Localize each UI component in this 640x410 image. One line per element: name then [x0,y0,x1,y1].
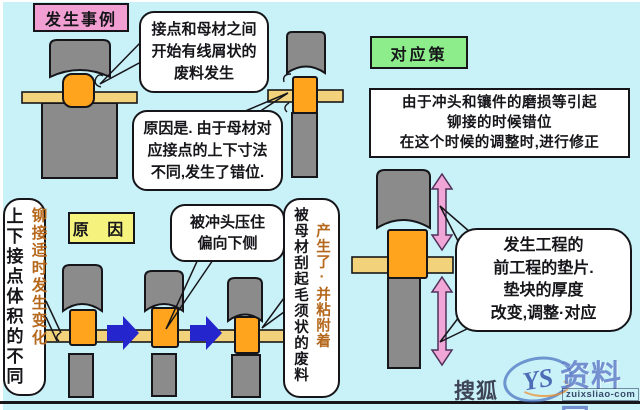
leader-lines [45,41,472,343]
bubble-line: 开始有线屑状的 [151,43,257,60]
punch-cylinder [62,264,103,313]
left-white-edge [0,0,3,410]
case-example-tag: 发生事例 [33,3,129,32]
bubble-line: 被冲头压住 [189,214,265,231]
panel-line: 在这个时候的调整时,进行修正 [399,135,600,151]
cause-tag: 原 因 [68,212,135,244]
die-column [231,354,261,398]
vertical-note-text: 被母材刮起毛须状的废料 [292,207,308,383]
cause-label: 原 因 [72,222,131,239]
panel-line: 由于冲头和镶件的磨损等引起 [402,95,597,111]
bubble-line: 改变,调整·对应 [490,304,597,322]
case-example-label: 发生事例 [44,11,117,29]
process-arrow-icon [107,316,139,350]
adjust-arrow-icon [430,275,454,367]
scrap-squiggle-icon [282,73,292,83]
countermeasure-panel: 由于冲头和镶件的磨损等引起 铆接的时候错位 在这个时候的调整时,进行修正 [369,88,630,158]
contact-part [292,76,318,114]
vertical-note-accent-text: 产生了·并粘附着 [314,223,330,349]
bubble-line: 不同,发生了错位. [150,163,265,181]
vertical-note-accent-text: 铆接适时发生变化 [29,207,47,347]
bubble-line: 接点和母材之间 [151,21,257,38]
process-arrow-icon [190,316,222,350]
shim-bubble: 发生工程的 前工程的垫片. 垫块的厚度 改变,调整·对应 [455,228,632,332]
punch-cylinder [227,277,263,324]
tail-left-note [45,300,62,334]
punch-cylinder [286,31,326,75]
tail-reason-bubble [242,92,289,113]
adjust-arrow-icon [430,172,454,252]
countermeasure-label: 对应策 [390,46,448,64]
top-white-edge [0,0,640,2]
contact-part [234,316,260,354]
pressed-bubble: 被冲头压住 偏向下侧 [170,204,285,262]
bottom-border-line [0,401,640,404]
die-block [41,102,118,179]
vertical-note-text: 上下接点体积的不同 [3,207,23,387]
assembly-bottom-right [351,169,454,369]
contact-part [69,309,97,346]
scrap-squiggle-icon [56,332,61,342]
contact-part [387,229,428,279]
bubble-line: 前工程的垫片. [493,259,594,277]
tail-scrap-bubble [99,41,142,85]
right-vertical-note: 被母材刮起毛须状的废料 产生了·并粘附着 [283,198,340,398]
tail-right-note [261,297,285,329]
scrap-bubble: 接点和母材之间 开始有线屑状的 废料发生 [139,11,269,93]
panel-line: 铆接的时候错位 [447,115,552,131]
scrap-squiggle-icon [94,74,104,88]
assembly-row-bottom [41,264,285,398]
reason-bubble: 原因是. 由于母材对 应接点的上下寸法 不同,发生了错位. [132,110,283,191]
die-column [291,112,318,178]
left-vertical-note: 上下接点体积的不同 铆接适时发生变化 [3,198,47,396]
die-column [151,353,177,397]
die-column [68,353,94,398]
bubble-line: 原因是. 由于母材对 [143,119,272,137]
tail-pressed-bubble [165,256,216,330]
bubble-line: 应接点的上下寸法 [147,141,268,159]
bubble-line: 废料发生 [173,65,234,82]
bubble-line: 偏向下侧 [197,235,258,252]
countermeasure-tag: 对应策 [370,36,468,69]
punch-cylinder [49,39,111,79]
tail-left-note [45,316,58,342]
contact-part [151,307,179,348]
bubble-line: 发生工程的 [503,237,584,254]
assembly-top-left [21,39,138,179]
contact-part [62,73,95,108]
punch-cylinder [376,169,431,230]
die-column [387,277,421,369]
bubble-line: 垫块的厚度 [503,282,584,299]
punch-cylinder [144,270,184,313]
tail-shim-lower [439,316,472,343]
tail-shim-upper [439,205,471,242]
scrap-squiggle-icon [284,102,290,113]
